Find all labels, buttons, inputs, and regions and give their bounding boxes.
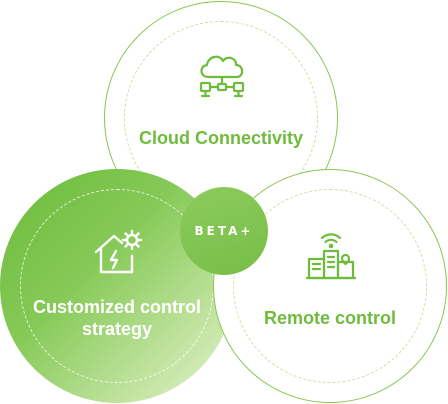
customized-control-label-line1: Customized control: [32, 297, 201, 317]
building-wireless-icon: [305, 233, 357, 280]
cloud-connectivity-label: Cloud Connectivity: [138, 128, 303, 148]
remote-inner-ring: [233, 189, 427, 383]
remote-control-label: Remote control: [263, 308, 396, 328]
beta-logo-badge: BETA+: [180, 187, 268, 275]
beta-logo-text: BETA+: [194, 224, 254, 238]
smart-home-settings-icon: [94, 229, 143, 274]
customized-control-label: Customized control strategy: [0, 296, 234, 340]
cloud-network-icon: [199, 55, 245, 98]
customized-control-label-line2: strategy: [81, 319, 153, 339]
